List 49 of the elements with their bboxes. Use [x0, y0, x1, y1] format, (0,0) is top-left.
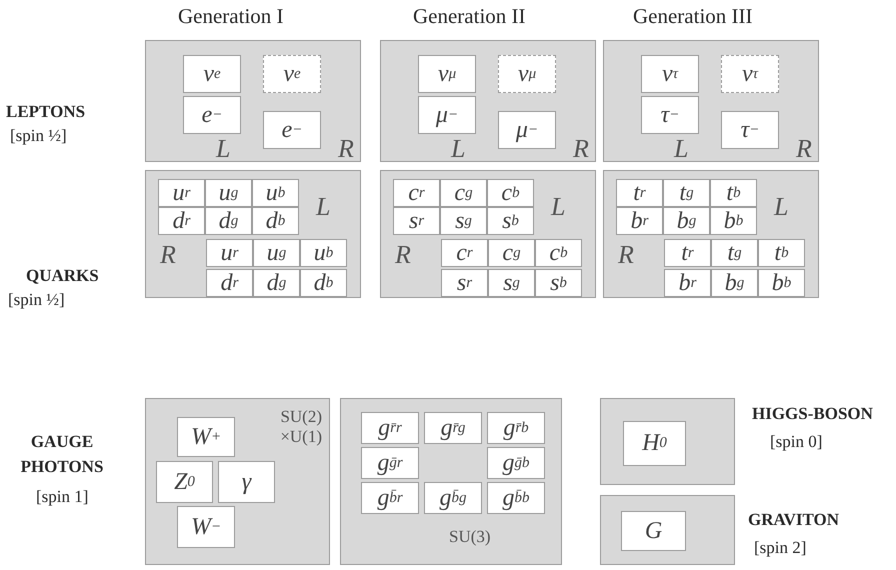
particle-box: τ$^{−}$	[721, 111, 779, 149]
particle-box: Z$^{0}$	[156, 461, 213, 503]
spin-label: [spin 2]	[754, 538, 806, 558]
column-heading: Generation II	[413, 4, 526, 29]
spin-label: [spin ½]	[10, 125, 67, 147]
particle-box: H$^{0}$	[623, 421, 686, 466]
column-heading: Generation I	[178, 4, 284, 29]
particle-group-panel	[603, 40, 819, 162]
chirality-label: L	[451, 133, 466, 164]
particle-group-panel	[340, 398, 562, 565]
particle-group-panel	[603, 170, 819, 298]
column-heading: Generation III	[633, 4, 753, 29]
particle-group-panel	[145, 40, 361, 162]
particle-group-panel	[380, 170, 596, 298]
spin-label: [spin ½]	[8, 289, 65, 311]
chirality-label: R	[160, 239, 176, 270]
particle-box: G	[621, 511, 686, 551]
symmetry-group-label: SU(2) ×U(1)	[279, 407, 322, 448]
chirality-label: L	[316, 191, 330, 222]
particle-group-panel	[600, 398, 735, 485]
chirality-label: L	[774, 191, 788, 222]
row-label: GAUGE PHOTONS	[20, 431, 104, 478]
chirality-label: L	[216, 133, 230, 164]
chirality-label: R	[573, 133, 589, 164]
particle-box: μ$^{−}$	[418, 96, 476, 134]
particle-group-panel	[380, 40, 596, 162]
chirality-label: L	[551, 191, 566, 222]
particle-group-panel	[600, 495, 735, 565]
chirality-label: R	[395, 239, 411, 270]
particle-class-label: HIGGS-BOSON	[752, 404, 873, 424]
chirality-label: L	[674, 133, 688, 164]
row-label: LEPTONS	[6, 101, 86, 123]
chirality-label: R	[796, 133, 812, 164]
row-label: QUARKS	[26, 265, 99, 287]
particle-box: e$^{−}$	[183, 96, 241, 134]
spin-label: [spin 1]	[36, 486, 88, 508]
chirality-label: R	[618, 239, 634, 270]
particle-group-panel	[145, 170, 361, 298]
particle-group-panel	[145, 398, 330, 565]
chirality-label: R	[338, 133, 354, 164]
particle-box: τ$^{−}$	[641, 96, 699, 134]
particle-box: μ$^{−}$	[498, 111, 556, 149]
particle-box: γ	[218, 461, 275, 503]
particle-box: W$^{−}$	[177, 506, 235, 548]
spin-label: [spin 0]	[770, 432, 822, 452]
particle-box: e$^{−}$	[263, 111, 321, 149]
symmetry-group-label: SU(3)	[449, 527, 491, 548]
particle-box: W$^{+}$	[177, 417, 235, 457]
particle-class-label: GRAVITON	[748, 510, 840, 530]
